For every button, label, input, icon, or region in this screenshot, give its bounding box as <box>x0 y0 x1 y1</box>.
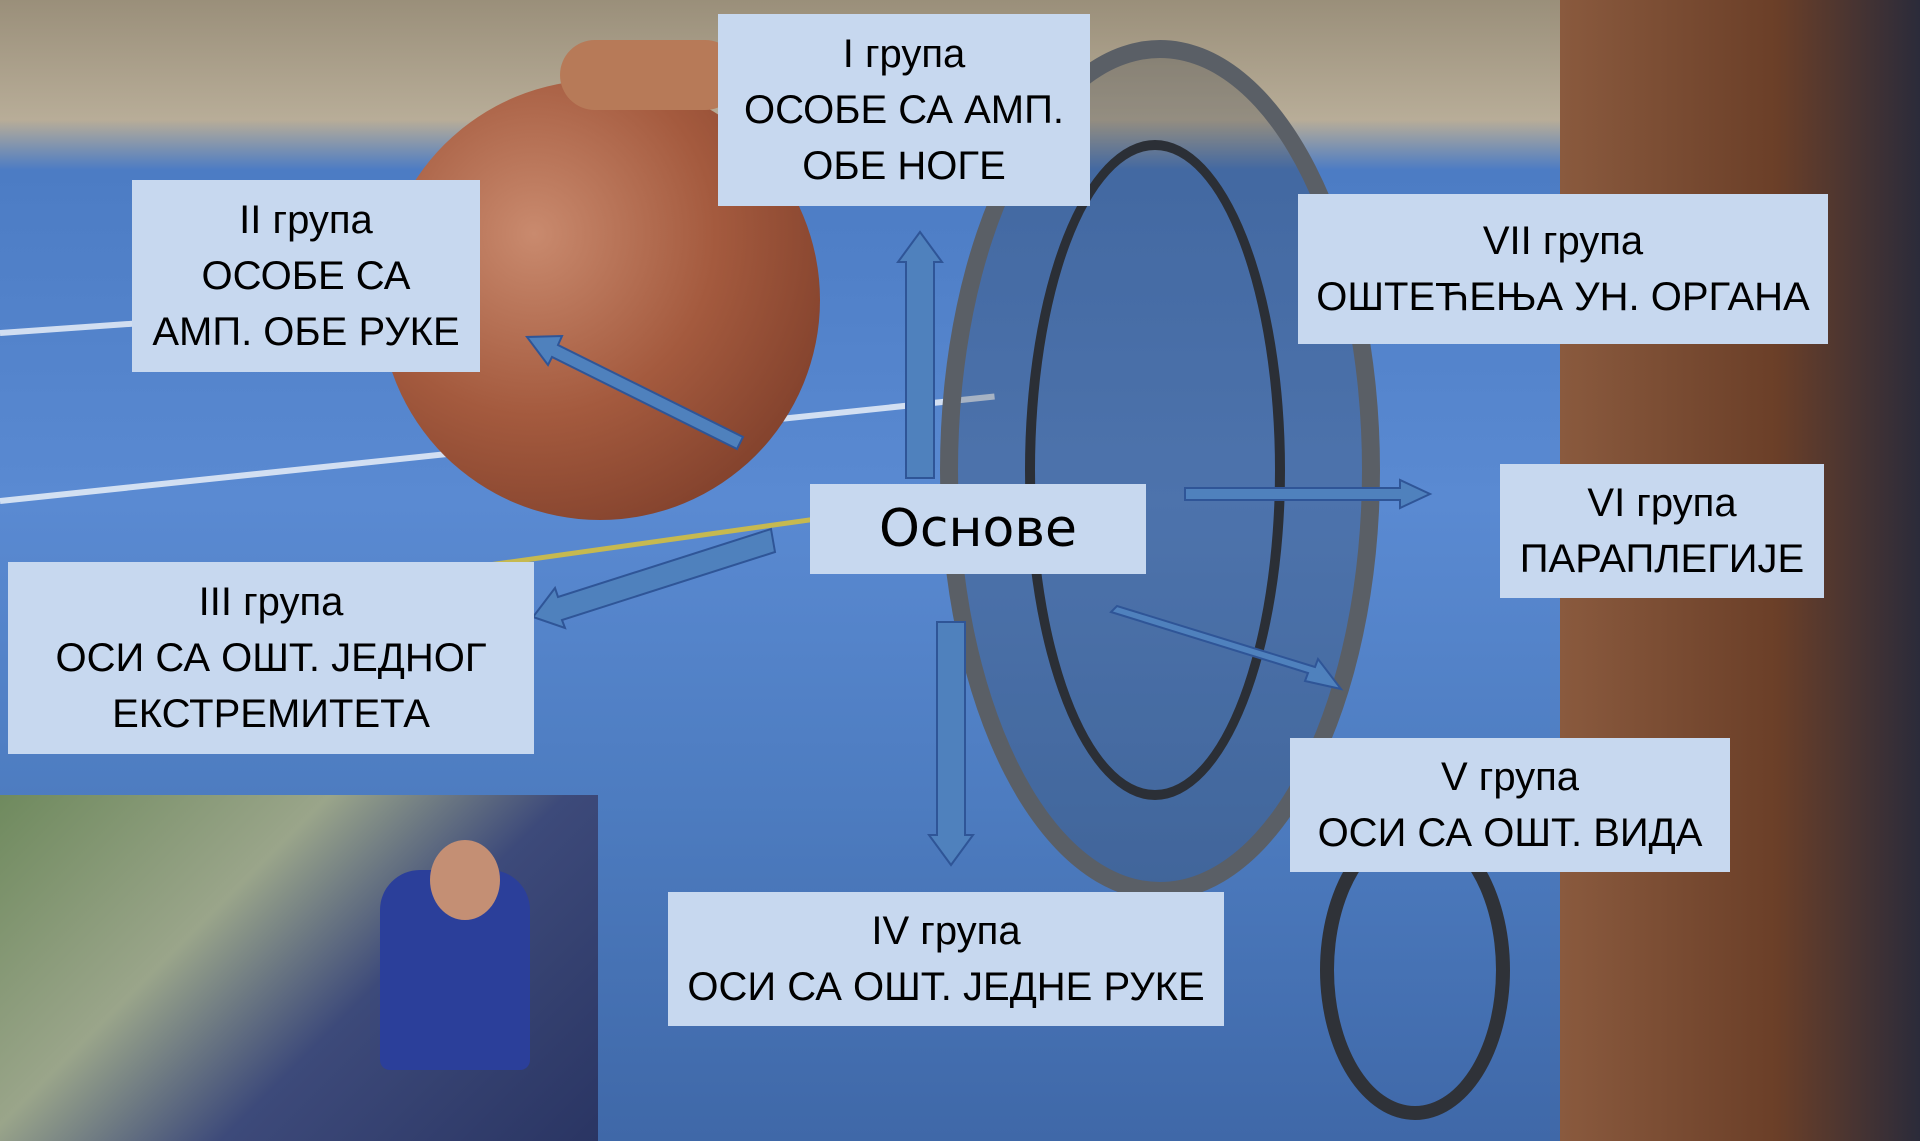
group-line: ЕКСТРЕМИТЕТА <box>112 692 430 736</box>
group-box-7: VII група ОШТЕЋЕЊА УН. ОРГАНА <box>1298 194 1828 344</box>
group-title: II група <box>239 198 373 242</box>
group-line: ОШТЕЋЕЊА УН. ОРГАНА <box>1316 275 1810 319</box>
group-line: ОСИ СА ОШТ. ЈЕДНОГ <box>55 636 487 680</box>
group-line: ОСОБЕ СА <box>201 254 411 298</box>
group-box-2: II група ОСОБЕ СА АМП. ОБЕ РУКЕ <box>132 180 480 372</box>
center-label: Основе <box>879 499 1077 559</box>
group-line: АМП. ОБЕ РУКЕ <box>152 310 460 354</box>
group-line: ОСОБЕ СА АМП. <box>744 88 1064 132</box>
group-line: ОСИ СА ОШТ. ВИДА <box>1317 811 1703 855</box>
arrow-to-group-6 <box>1184 478 1433 510</box>
archer-head <box>430 840 500 920</box>
center-box-osnove: Основе <box>810 484 1146 574</box>
group-box-5: V група ОСИ СА ОШТ. ВИДА <box>1290 738 1730 872</box>
group-line: ПАРАПЛЕГИЈЕ <box>1519 537 1805 581</box>
group-title: III група <box>198 580 344 624</box>
arrow-to-group-4 <box>927 621 975 867</box>
group-box-3: III група ОСИ СА ОШТ. ЈЕДНОГ ЕКСТРЕМИТЕТ… <box>8 562 534 754</box>
group-title: VI група <box>1587 481 1737 525</box>
group-box-1: I група ОСОБЕ СА АМП. ОБЕ НОГЕ <box>718 14 1090 206</box>
group-box-6: VI група ПАРАПЛЕГИЈЕ <box>1500 464 1824 598</box>
group-line: ОБЕ НОГЕ <box>802 144 1006 188</box>
group-title: IV група <box>871 909 1021 953</box>
group-title: I група <box>842 32 966 76</box>
wheelchair-hub <box>1025 140 1285 800</box>
arrow-to-group-3 <box>531 527 777 630</box>
arrow-to-group-5 <box>1109 604 1344 691</box>
group-title: VII група <box>1482 219 1644 263</box>
group-box-4: IV група ОСИ СА ОШТ. ЈЕДНЕ РУКЕ <box>668 892 1224 1026</box>
hand <box>560 40 740 110</box>
group-title: V група <box>1440 755 1580 799</box>
group-line: ОСИ СА ОШТ. ЈЕДНЕ РУКЕ <box>687 965 1205 1009</box>
arrow-to-group-2 <box>525 334 745 451</box>
arrow-to-group-1 <box>896 230 944 479</box>
